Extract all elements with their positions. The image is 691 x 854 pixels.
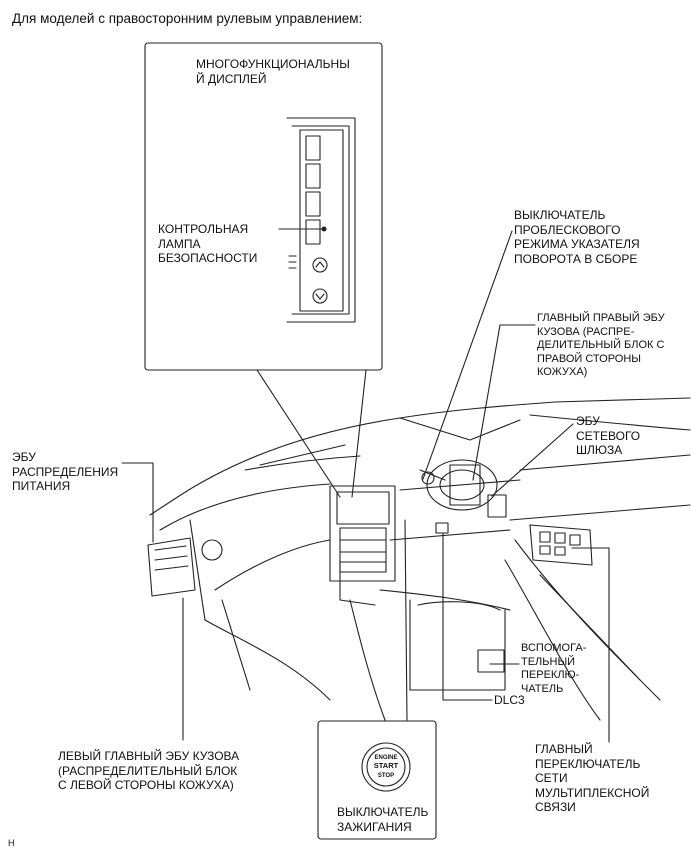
engine-start-button-outer: [361, 742, 411, 792]
label-gateway-ecu: ЭБУ СЕТЕВОГО ШЛЮЗА: [576, 414, 641, 457]
leader-right-body-ecu: [472, 324, 536, 481]
label-security-lamp: КОНТРОЛЬНАЯ ЛАМПА БЕЗОПАСНОСТИ: [158, 222, 258, 265]
multi-display-unit: [286, 117, 356, 323]
ignition-callout-box: [317, 720, 437, 840]
gateway-ecu-shape: [487, 494, 507, 518]
leader-ignition-switch: [404, 519, 408, 721]
dashboard-outline: [149, 397, 691, 721]
security-lamp-dot: [321, 226, 327, 232]
label-left-body-ecu: ЛЕВЫЙ ГЛАВНЫЙ ЭБУ КУЗОВА (РАСПРЕДЕЛИТЕЛЬ…: [58, 749, 240, 792]
door-switch-panel: [529, 524, 593, 566]
button-text-start: START: [374, 761, 399, 770]
label-multi-display: МНОГОФУНКЦИОНАЛЬНЫ Й ДИСПЛЕЙ: [196, 57, 350, 86]
engine-start-button-inner: [366, 747, 406, 787]
leader-gateway-ecu: [491, 423, 574, 497]
leader-multiplex-switch: [571, 547, 610, 743]
power-distribution-ecu-shape: [147, 537, 223, 597]
center-console: [329, 485, 396, 582]
steering-column: [419, 459, 498, 511]
dlc3-connector: [435, 522, 449, 534]
label-hazard-switch: ВЫКЛЮЧАТЕЛЬ ПРОБЛЕСКОВОГО РЕЖИМА УКАЗАТЕ…: [514, 208, 640, 266]
leader-power-dist-ecu: [121, 462, 154, 543]
figure-code: H: [8, 838, 15, 848]
label-aux-switch: ВСПОМОГА- ТЕЛЬНЫЙ ПЕРЕКЛЮ- ЧАТЕЛЬ: [521, 642, 587, 695]
label-main-multiplex-switch: ГЛАВНЫЙ ПЕРЕКЛЮЧАТЕЛЬ СЕТИ МУЛЬТИПЛЕКСНО…: [535, 742, 650, 814]
label-right-body-ecu: ГЛАВНЫЙ ПРАВЫЙ ЭБУ КУЗОВА (РАСПРЕ- ДЕЛИТ…: [537, 312, 665, 378]
aux-switch-shape: [477, 649, 505, 673]
button-text-engine: ENGINE: [374, 755, 397, 761]
leader-hazard-switch: [422, 230, 513, 480]
leader-dlc3: [442, 532, 493, 701]
label-power-dist-ecu: ЭБУ РАСПРЕДЕЛЕНИЯ ПИТАНИЯ: [12, 450, 119, 493]
button-text-stop: STOP: [378, 773, 394, 779]
multi-display-callout-box: [144, 42, 383, 371]
label-ignition-switch: ВЫКЛЮЧАТЕЛЬ ЗАЖИГАНИЯ: [337, 805, 429, 834]
label-dlc3: DLC3: [494, 693, 525, 707]
diagram-caption: Для моделей с правосторонним рулевым упр…: [12, 11, 363, 26]
